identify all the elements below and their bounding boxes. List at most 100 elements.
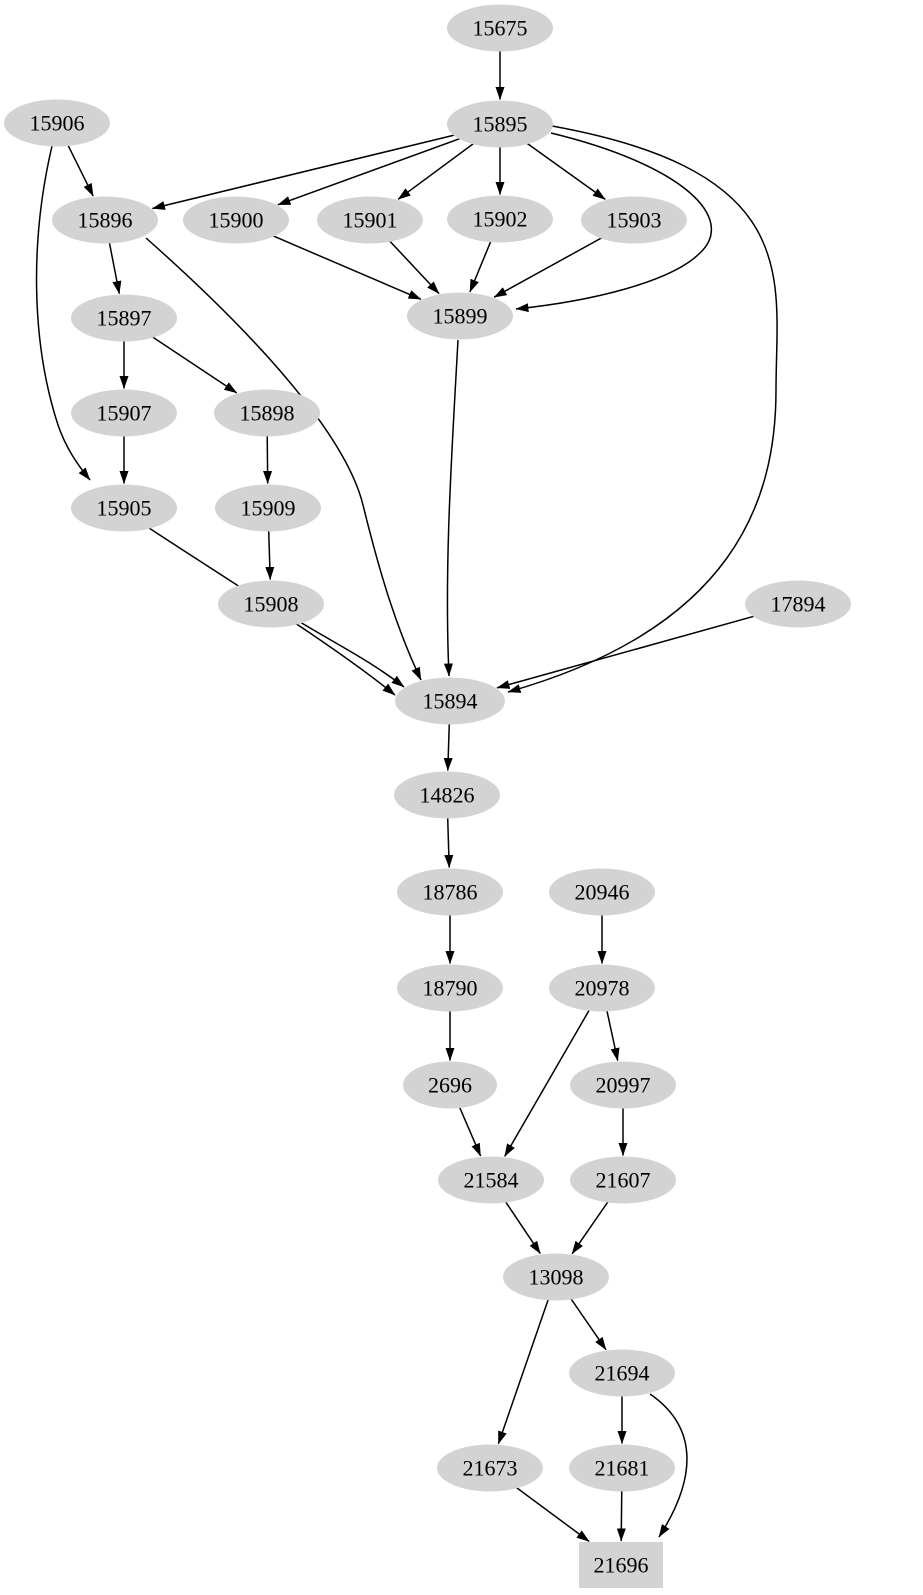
- node-ellipse-shape: [71, 484, 177, 532]
- edge-21694-21696: [649, 1393, 688, 1538]
- node-21673: 21673: [437, 1444, 543, 1492]
- node-ellipse-shape: [215, 484, 321, 532]
- node-15906: 15906: [4, 99, 110, 147]
- node-21584: 21584: [438, 1156, 544, 1204]
- node-ellipse-shape: [549, 868, 655, 916]
- node-15907: 15907: [71, 389, 177, 437]
- edge-20978-21584: [504, 987, 603, 1157]
- node-label: 15894: [423, 689, 478, 714]
- node-label: 18786: [423, 880, 478, 905]
- node-label: 15901: [343, 208, 398, 233]
- node-label: 13098: [529, 1265, 584, 1290]
- node-21607: 21607: [570, 1156, 676, 1204]
- node-label: 20946: [575, 880, 630, 905]
- node-box-shape: [579, 1542, 663, 1588]
- node-label: 21607: [596, 1168, 651, 1193]
- node-ellipse-shape: [183, 196, 289, 244]
- node-ellipse-shape: [581, 196, 687, 244]
- node-ellipse-shape: [447, 4, 553, 52]
- node-15896: 15896: [52, 196, 158, 244]
- node-label: 21694: [595, 1361, 650, 1386]
- node-20978: 20978: [549, 964, 655, 1012]
- node-15894: 15894: [395, 677, 505, 725]
- node-label: 15898: [240, 401, 295, 426]
- node-15897: 15897: [71, 294, 177, 342]
- node-label: 15897: [97, 306, 152, 331]
- node-ellipse-shape: [570, 1061, 676, 1109]
- node-15895: 15895: [447, 100, 553, 148]
- node-20946: 20946: [549, 868, 655, 916]
- node-label: 14826: [420, 783, 475, 808]
- edge-15896-15894: [145, 237, 422, 681]
- node-ellipse-shape: [71, 389, 177, 437]
- node-ellipse-shape: [438, 1156, 544, 1204]
- node-label: 21681: [595, 1456, 650, 1481]
- node-ellipse-shape: [71, 294, 177, 342]
- node-label: 15902: [473, 207, 528, 232]
- nodes-layer: 15675 15895 15906 15896 15900 15901 15902 15903…: [4, 4, 851, 1588]
- node-18786: 18786: [397, 868, 503, 916]
- node-label: 15903: [607, 208, 662, 233]
- node-ellipse-shape: [447, 195, 553, 243]
- node-ellipse-shape: [52, 196, 158, 244]
- edge-15895-15894: [507, 125, 778, 693]
- node-ellipse-shape: [549, 964, 655, 1012]
- edge-15908-15894: [299, 621, 405, 688]
- node-15901: 15901: [317, 196, 423, 244]
- node-ellipse-shape: [569, 1444, 675, 1492]
- node-label: 15909: [241, 496, 296, 521]
- node-17894: 17894: [745, 580, 851, 628]
- node-label: 15908: [244, 592, 299, 617]
- node-label: 2696: [428, 1073, 472, 1098]
- node-ellipse-shape: [503, 1253, 609, 1301]
- node-ellipse-shape: [4, 99, 110, 147]
- edge-15899-15894: [443, 339, 459, 677]
- node-ellipse-shape: [403, 1061, 497, 1109]
- node-15675: 15675: [447, 4, 553, 52]
- edge-17894-15894: [496, 603, 799, 689]
- node-20997: 20997: [570, 1061, 676, 1109]
- node-ellipse-shape: [397, 964, 503, 1012]
- node-ellipse-shape: [397, 868, 503, 916]
- edge-15895-15896: [151, 123, 501, 210]
- node-15909: 15909: [215, 484, 321, 532]
- node-label: 21673: [463, 1456, 518, 1481]
- node-ellipse-shape: [745, 580, 851, 628]
- node-label: 15896: [78, 208, 133, 233]
- node-21696: 21696: [579, 1542, 663, 1588]
- edge-15895-15899: [515, 132, 712, 313]
- node-2696: 2696: [403, 1061, 497, 1109]
- node-21681: 21681: [569, 1444, 675, 1492]
- node-15898: 15898: [214, 389, 320, 437]
- node-15900: 15900: [183, 196, 289, 244]
- node-ellipse-shape: [214, 389, 320, 437]
- node-label: 15907: [97, 401, 152, 426]
- node-15902: 15902: [447, 195, 553, 243]
- node-ellipse-shape: [570, 1156, 676, 1204]
- node-15903: 15903: [581, 196, 687, 244]
- node-label: 18790: [423, 976, 478, 1001]
- node-label: 20978: [575, 976, 630, 1001]
- node-ellipse-shape: [407, 292, 513, 340]
- node-ellipse-shape: [447, 100, 553, 148]
- node-label: 15905: [97, 496, 152, 521]
- node-label: 15900: [209, 208, 264, 233]
- node-ellipse-shape: [437, 1444, 543, 1492]
- node-15905: 15905: [71, 484, 177, 532]
- node-21694: 21694: [569, 1349, 675, 1397]
- node-label: 15899: [433, 304, 488, 329]
- node-ellipse-shape: [395, 677, 505, 725]
- node-15899: 15899: [407, 292, 513, 340]
- node-label: 17894: [771, 592, 826, 617]
- node-label: 15906: [30, 111, 85, 136]
- node-ellipse-shape: [394, 771, 500, 819]
- node-label: 15675: [473, 16, 528, 41]
- node-label: 20997: [596, 1073, 651, 1098]
- node-15908: 15908: [218, 580, 324, 628]
- node-label: 21584: [464, 1168, 519, 1193]
- node-label: 15895: [473, 112, 528, 137]
- node-ellipse-shape: [218, 580, 324, 628]
- node-14826: 14826: [394, 771, 500, 819]
